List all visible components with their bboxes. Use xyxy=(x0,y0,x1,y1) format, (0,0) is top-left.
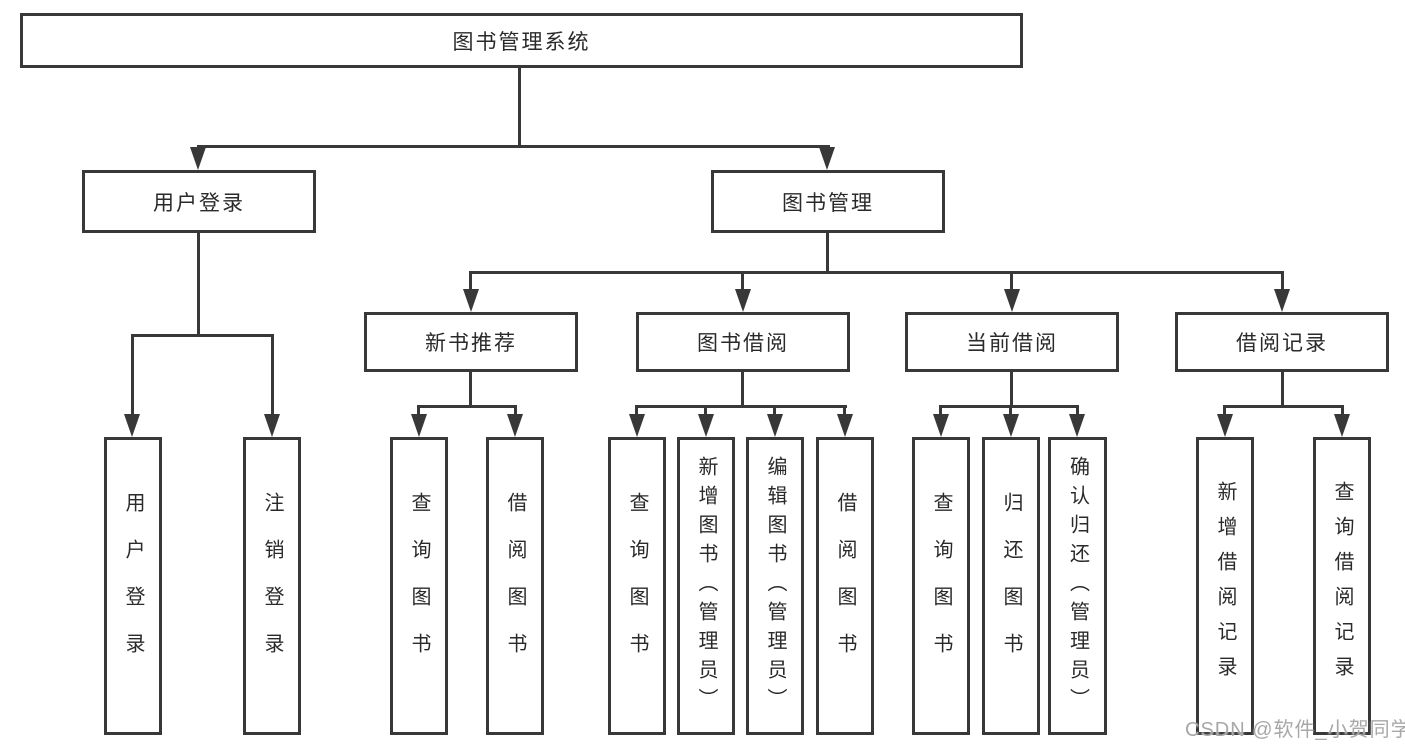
arrow-down-icon xyxy=(1274,289,1290,312)
node-root-label: 图书管理系统 xyxy=(452,30,591,54)
connector-newbook-stem xyxy=(469,372,472,408)
connector-current-drop-3 xyxy=(1076,405,1079,418)
node-user-login: 用户登录 xyxy=(82,170,316,233)
node-root: 图书管理系统 xyxy=(20,13,1023,68)
leaf-query-books-recommend-label: 查询图书 xyxy=(408,492,430,680)
connector-bookmgmt-drop-1 xyxy=(469,271,472,293)
leaf-logout-label: 注销登录 xyxy=(261,492,283,680)
csdn-watermark: CSDN @软件_小贺同学 xyxy=(1185,719,1405,741)
connector-current-drop-1 xyxy=(939,405,942,418)
leaf-user-login: 用户登录 xyxy=(104,437,162,735)
node-new-book-recommend-label: 新书推荐 xyxy=(425,332,517,355)
arrow-down-icon xyxy=(629,414,645,437)
arrow-down-icon xyxy=(1003,414,1019,437)
leaf-return-books-label: 归还图书 xyxy=(1000,492,1022,680)
arrow-down-icon xyxy=(698,414,714,437)
leaf-borrow-books: 借阅图书 xyxy=(816,437,874,735)
arrow-down-icon xyxy=(933,414,949,437)
connector-current-drop-2 xyxy=(1009,405,1012,418)
node-current-borrowing: 当前借阅 xyxy=(905,312,1119,372)
leaf-return-books: 归还图书 xyxy=(982,437,1040,735)
connector-borrowing-bar xyxy=(635,405,847,408)
connector-records-drop-1 xyxy=(1223,405,1226,418)
leaf-logout: 注销登录 xyxy=(243,437,301,735)
arrow-down-icon xyxy=(507,414,523,437)
connector-bookmgmt-bar xyxy=(469,271,1284,274)
node-user-login-label: 用户登录 xyxy=(153,191,245,215)
leaf-edit-books-admin-label: 编辑图书（管理员） xyxy=(764,455,786,717)
arrow-down-icon xyxy=(1004,289,1020,312)
connector-records-stem xyxy=(1281,372,1284,408)
arrow-down-icon xyxy=(1069,414,1085,437)
leaf-user-login-label: 用户登录 xyxy=(122,492,144,680)
connector-current-stem xyxy=(1010,372,1013,408)
leaf-query-books-recommend: 查询图书 xyxy=(390,437,448,735)
connector-borrowing-stem xyxy=(741,372,744,408)
leaf-query-books-borrowing: 查询图书 xyxy=(608,437,666,735)
node-book-borrowing: 图书借阅 xyxy=(636,312,850,372)
node-book-management-label: 图书管理 xyxy=(782,191,874,215)
connector-borrowing-drop-2 xyxy=(704,405,707,418)
arrow-down-icon xyxy=(264,414,280,437)
connector-userlogin-bar xyxy=(131,334,274,337)
connector-root-stem xyxy=(518,68,521,146)
connector-userlogin-stem xyxy=(197,233,200,336)
leaf-add-books-admin-label: 新增图书（管理员） xyxy=(695,455,717,717)
leaf-confirm-return-admin-label: 确认归还（管理员） xyxy=(1066,455,1089,717)
connector-bookmgmt-stem xyxy=(826,233,829,274)
leaf-add-books-admin: 新增图书（管理员） xyxy=(677,437,735,735)
connector-newbook-drop-1 xyxy=(417,405,420,418)
leaf-edit-books-admin: 编辑图书（管理员） xyxy=(746,437,804,735)
arrow-down-icon xyxy=(463,289,479,312)
leaf-query-borrow-record-label: 查询借阅记录 xyxy=(1331,481,1353,691)
node-borrowing-records: 借阅记录 xyxy=(1175,312,1389,372)
leaf-query-borrow-record: 查询借阅记录 xyxy=(1313,437,1371,735)
leaf-add-borrow-record-label: 新增借阅记录 xyxy=(1214,481,1236,691)
connector-borrowing-drop-3 xyxy=(773,405,776,418)
arrow-down-icon xyxy=(767,414,783,437)
leaf-add-borrow-record: 新增借阅记录 xyxy=(1196,437,1254,735)
leaf-query-books-current: 查询图书 xyxy=(912,437,970,735)
leaf-borrow-books-label: 借阅图书 xyxy=(834,492,856,680)
node-book-borrowing-label: 图书借阅 xyxy=(697,332,789,355)
connector-userlogin-drop-1 xyxy=(131,334,134,415)
arrow-down-icon xyxy=(411,414,427,437)
node-book-management: 图书管理 xyxy=(711,170,945,233)
node-current-borrowing-label: 当前借阅 xyxy=(966,332,1058,355)
arrow-down-icon xyxy=(124,414,140,437)
connector-root-bar xyxy=(197,145,830,148)
connector-bookmgmt-drop-2 xyxy=(741,271,744,293)
arrow-down-icon xyxy=(1334,414,1350,437)
connector-borrowing-drop-4 xyxy=(843,405,846,418)
connector-borrowing-drop-1 xyxy=(635,405,638,418)
arrow-down-icon xyxy=(1217,414,1233,437)
connector-bookmgmt-drop-4 xyxy=(1281,271,1284,293)
leaf-confirm-return-admin: 确认归还（管理员） xyxy=(1048,437,1107,735)
connector-records-bar xyxy=(1223,405,1344,408)
arrow-down-icon xyxy=(735,289,751,312)
leaf-borrow-books-recommend: 借阅图书 xyxy=(486,437,544,735)
arrow-down-icon xyxy=(190,147,206,170)
leaf-query-books-current-label: 查询图书 xyxy=(930,492,952,680)
node-new-book-recommend: 新书推荐 xyxy=(364,312,578,372)
connector-userlogin-drop-2 xyxy=(271,334,274,415)
connector-bookmgmt-drop-3 xyxy=(1010,271,1013,293)
arrow-down-icon xyxy=(837,414,853,437)
arrow-down-icon xyxy=(819,147,835,170)
node-borrowing-records-label: 借阅记录 xyxy=(1236,332,1328,355)
connector-newbook-bar xyxy=(417,405,517,408)
connector-records-drop-2 xyxy=(1341,405,1344,418)
leaf-borrow-books-recommend-label: 借阅图书 xyxy=(504,492,526,680)
leaf-query-books-borrowing-label: 查询图书 xyxy=(626,492,648,680)
connector-newbook-drop-2 xyxy=(514,405,517,418)
